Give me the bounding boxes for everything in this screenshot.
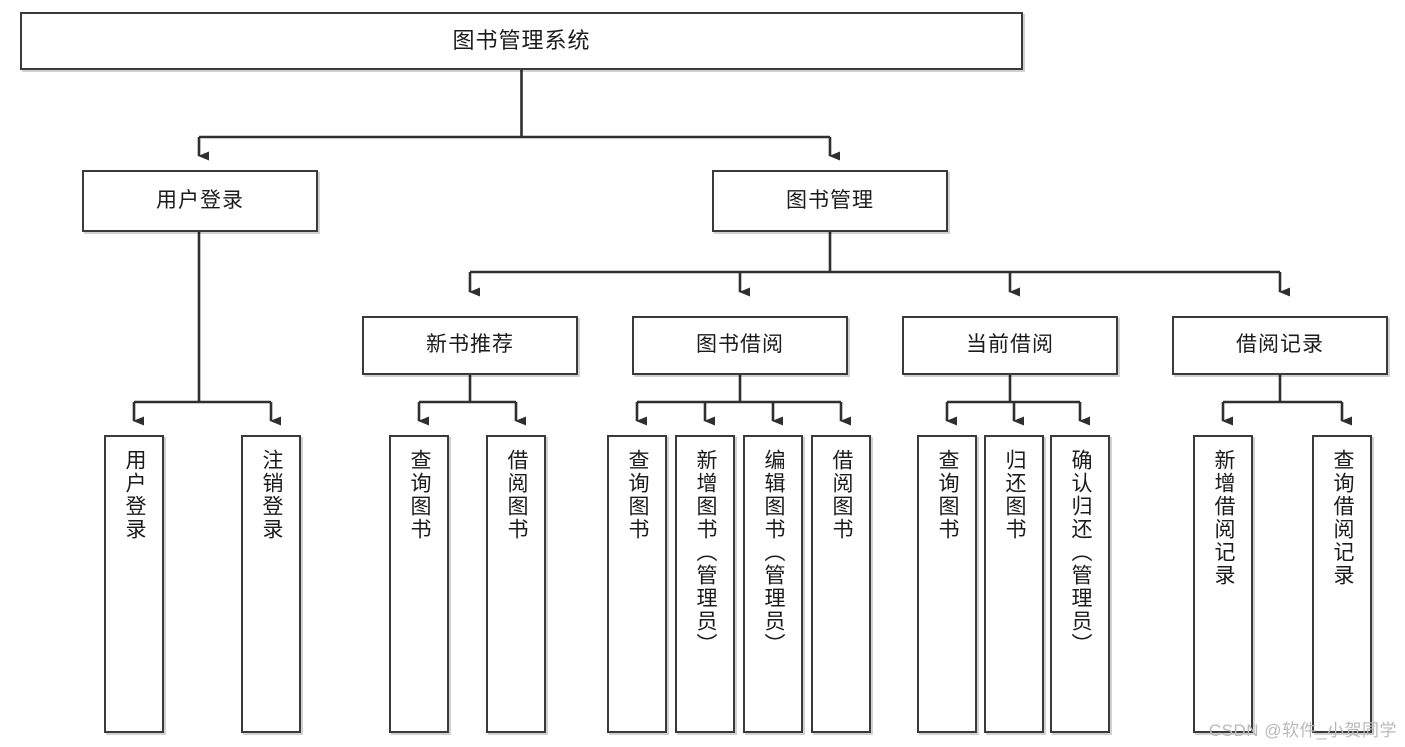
leaf-borrow-record-add[interactable]: 新增借阅记录 bbox=[1193, 435, 1253, 733]
leaf-current-borrow-confirm-return[interactable]: 确认归还（管理员） bbox=[1050, 435, 1110, 733]
node-book-borrow[interactable]: 图书借阅 bbox=[632, 316, 848, 375]
node-label: 用户登录 bbox=[123, 449, 147, 541]
node-label: 借阅图书 bbox=[830, 449, 854, 541]
leaf-new-book-borrow[interactable]: 借阅图书 bbox=[486, 435, 546, 733]
node-label: 图书管理系统 bbox=[452, 28, 591, 54]
node-label: 查询图书 bbox=[408, 449, 432, 541]
node-label: 查询图书 bbox=[626, 449, 650, 541]
node-label: 新增借阅记录 bbox=[1212, 449, 1236, 587]
node-book-management[interactable]: 图书管理 bbox=[712, 170, 948, 232]
leaf-book-borrow-query[interactable]: 查询图书 bbox=[607, 435, 667, 733]
node-label: 当前借阅 bbox=[966, 333, 1054, 357]
leaf-current-borrow-return[interactable]: 归还图书 bbox=[984, 435, 1044, 733]
node-label: 确认归还（管理员） bbox=[1069, 449, 1093, 656]
node-root-system[interactable]: 图书管理系统 bbox=[20, 12, 1023, 70]
node-label: 注销登录 bbox=[260, 449, 284, 541]
node-current-borrow[interactable]: 当前借阅 bbox=[902, 316, 1118, 375]
node-label: 借阅记录 bbox=[1236, 333, 1324, 357]
node-label: 图书管理 bbox=[786, 188, 874, 212]
leaf-borrow-record-query[interactable]: 查询借阅记录 bbox=[1312, 435, 1372, 733]
node-borrow-record[interactable]: 借阅记录 bbox=[1172, 316, 1388, 375]
leaf-new-book-query[interactable]: 查询图书 bbox=[389, 435, 449, 733]
watermark-text: CSDN @软件_小贺同学 bbox=[1208, 721, 1397, 740]
node-label: 图书借阅 bbox=[696, 333, 784, 357]
leaf-book-borrow-edit[interactable]: 编辑图书（管理员） bbox=[743, 435, 803, 733]
leaf-book-borrow-borrow[interactable]: 借阅图书 bbox=[811, 435, 871, 733]
node-label: 用户登录 bbox=[156, 188, 244, 212]
leaf-current-borrow-query[interactable]: 查询图书 bbox=[917, 435, 977, 733]
node-label: 新书推荐 bbox=[426, 333, 514, 357]
node-new-book-recommend[interactable]: 新书推荐 bbox=[362, 316, 578, 375]
leaf-user-login-logout[interactable]: 注销登录 bbox=[241, 435, 301, 733]
node-label: 查询图书 bbox=[936, 449, 960, 541]
node-label: 借阅图书 bbox=[505, 449, 529, 541]
node-user-login[interactable]: 用户登录 bbox=[82, 170, 318, 232]
node-label: 新增图书（管理员） bbox=[694, 449, 718, 656]
node-label: 查询借阅记录 bbox=[1331, 449, 1355, 587]
leaf-user-login-login[interactable]: 用户登录 bbox=[104, 435, 164, 733]
node-label: 编辑图书（管理员） bbox=[762, 449, 786, 656]
leaf-book-borrow-add[interactable]: 新增图书（管理员） bbox=[675, 435, 735, 733]
node-label: 归还图书 bbox=[1003, 449, 1027, 541]
